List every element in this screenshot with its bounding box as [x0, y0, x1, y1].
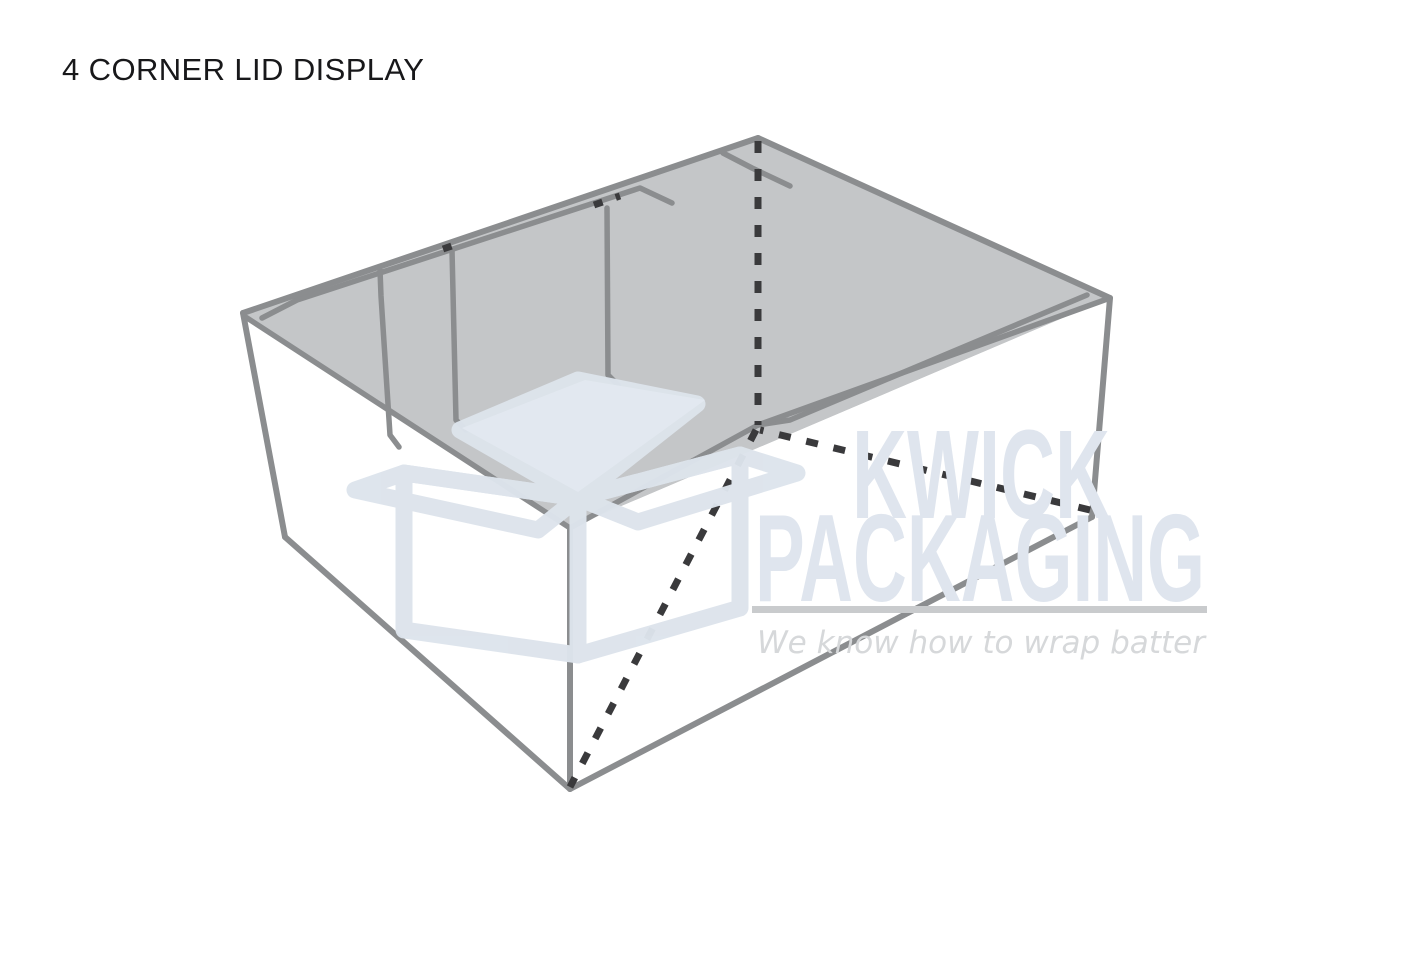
watermark-brand-line1: KWICK — [852, 404, 1110, 545]
open-box-left-flap — [346, 464, 587, 539]
open-box-lid-top — [462, 380, 705, 492]
back-left-inner-flap — [259, 185, 675, 321]
dash-tick-left — [441, 238, 465, 253]
right-front-face — [570, 298, 1110, 789]
watermark-rule — [752, 606, 1207, 613]
left-inner-panel — [377, 267, 402, 450]
top-rim-back-right — [755, 135, 1113, 301]
dash-tick-marks — [441, 192, 622, 253]
top-rim-back-left — [240, 135, 761, 316]
page-title: 4 CORNER LID DISPLAY — [62, 52, 425, 87]
left-vertical-edge — [240, 310, 288, 540]
right-vertical-edge — [1089, 295, 1113, 520]
dashed-right-face-fold — [759, 426, 1091, 514]
back-right-inner-flap — [720, 150, 793, 189]
interior-back-fold — [755, 295, 1113, 428]
watermark-tagline: We know how to wrap batter — [757, 625, 1207, 661]
right-bottom-edge — [567, 514, 1095, 792]
watermark: KWICK PACKAGING We know how to wrap batt… — [346, 371, 1207, 664]
dash-tick-center — [592, 192, 622, 209]
box-outline — [240, 135, 1113, 792]
open-box-right-flap — [569, 446, 806, 531]
open-box-lid-fill — [462, 380, 705, 492]
left-bottom-edge — [282, 534, 573, 792]
watermark-brand-line2: PACKAGING — [755, 490, 1205, 628]
